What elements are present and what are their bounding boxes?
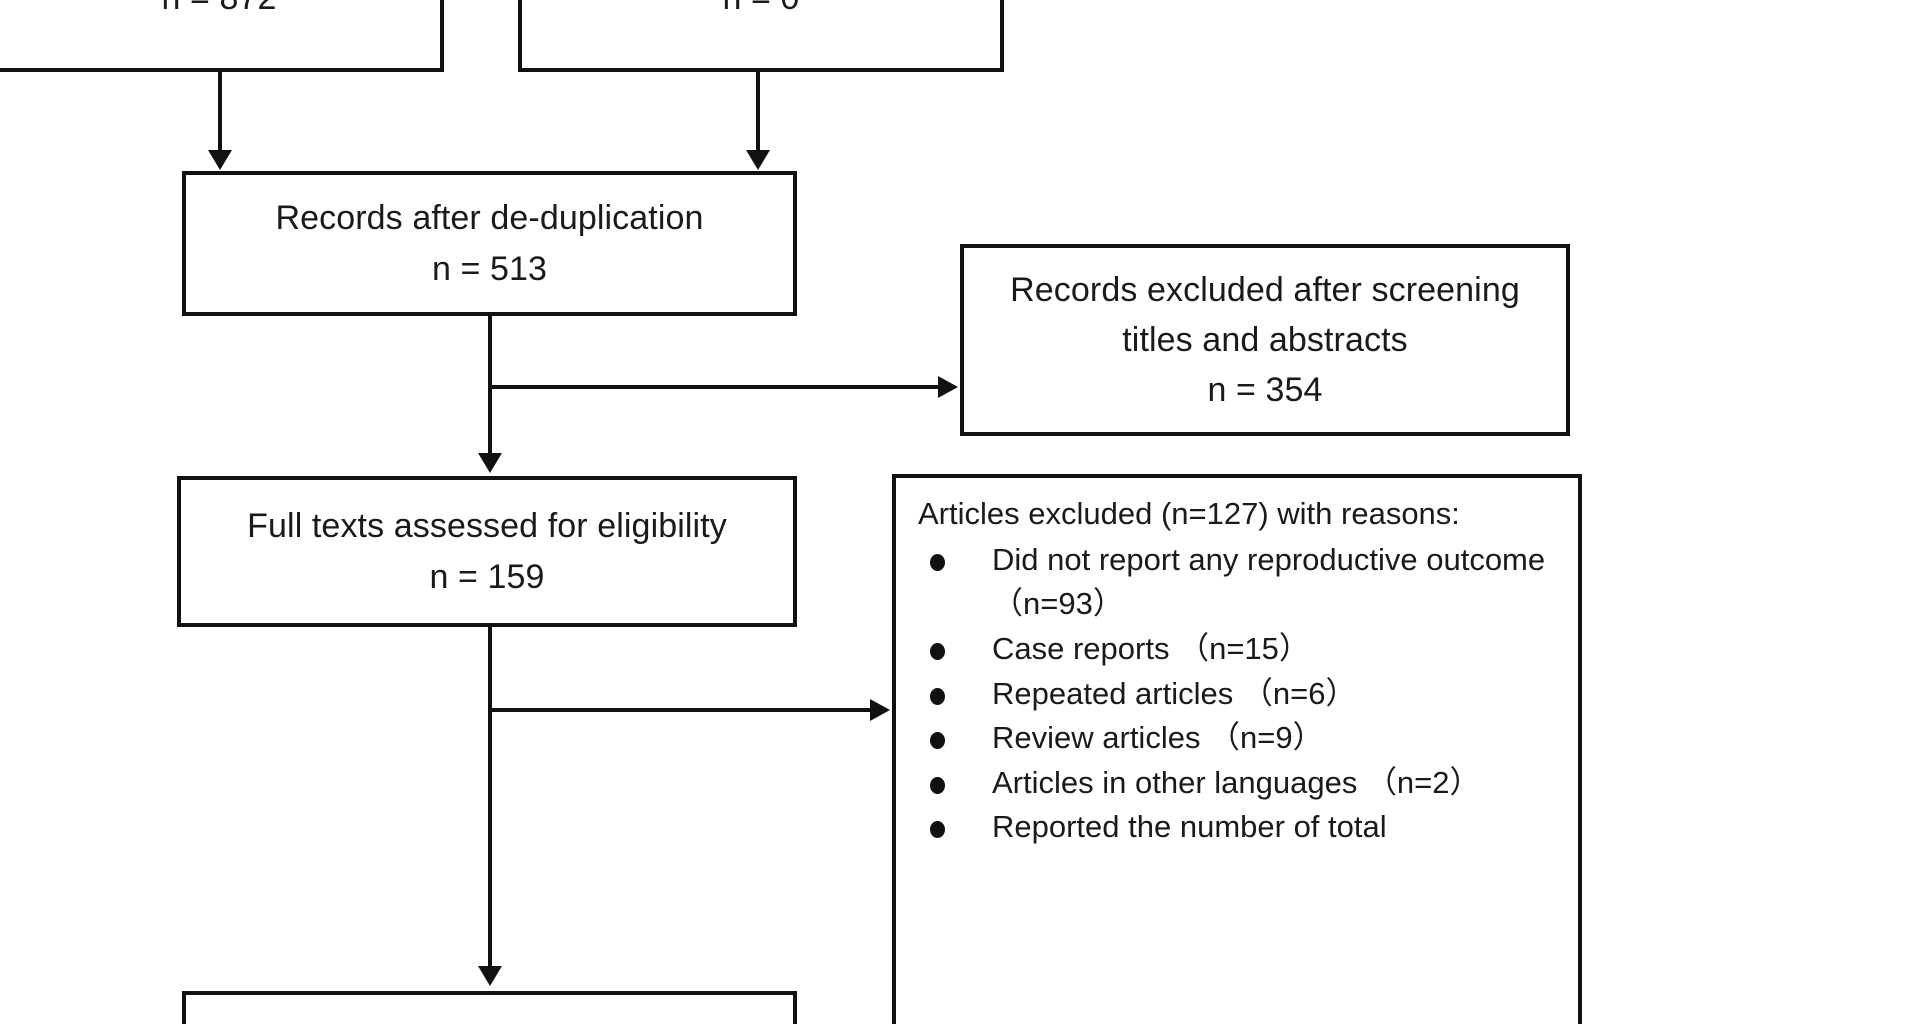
reason-text: Review articles （n=9）	[992, 720, 1324, 756]
list-item: Articles in other languages （n=2）	[918, 761, 1578, 806]
reason-text: Case reports （n=15）	[992, 630, 1310, 666]
arrowhead-fulltext-to-included	[478, 966, 502, 986]
connector-fulltext-to-included	[488, 627, 492, 970]
dedup-label: Records after de-duplication	[275, 199, 704, 238]
bullet-dot-icon	[930, 732, 945, 750]
list-item: Repeated articles （n=6）	[918, 672, 1578, 717]
node-other-records: n = 0	[518, 0, 1004, 72]
arrowhead-db-to-dedup	[208, 150, 232, 170]
connector-db-to-dedup	[218, 72, 222, 154]
screen-excluded-line-1: Records excluded after screening	[1010, 270, 1520, 309]
fulltext-label: Full texts assessed for eligibility	[247, 507, 727, 546]
arrowhead-other-to-dedup	[746, 150, 770, 170]
list-item: Review articles （n=9）	[918, 716, 1578, 761]
arrowhead-dedup-to-fulltext	[478, 453, 502, 473]
reason-text: Repeated articles （n=6）	[992, 675, 1357, 711]
connector-dedup-to-screen-excluded	[488, 385, 940, 389]
reason-text: Did not report any reproductive outcome …	[992, 541, 1546, 622]
bullet-dot-icon	[930, 821, 945, 839]
reason-text: Reported the number of total	[992, 809, 1387, 845]
fulltext-count: n = 159	[429, 557, 545, 596]
connector-fulltext-to-reasons	[488, 708, 870, 712]
reason-text: Articles in other languages （n=2）	[992, 764, 1481, 800]
dedup-count: n = 513	[431, 249, 548, 288]
arrowhead-dedup-to-screen-excluded	[938, 376, 958, 398]
screen-excluded-line-2: titles and abstracts	[1122, 320, 1408, 359]
node-records-excluded-after-screening: Records excluded after screening titles …	[960, 244, 1570, 436]
list-item: Reported the number of total	[918, 805, 1578, 850]
database-records-count: n = 872	[161, 0, 276, 20]
reasons-list: Did not report any reproductive outcome …	[918, 538, 1578, 850]
node-articles-excluded-with-reasons: Articles excluded (n=127) with reasons: …	[892, 474, 1582, 1024]
list-item: Case reports （n=15）	[918, 627, 1578, 672]
node-database-records: n = 872	[0, 0, 444, 72]
node-studies-included	[182, 991, 797, 1024]
node-records-after-deduplication: Records after de-duplication n = 513	[182, 171, 797, 316]
bullet-dot-icon	[930, 687, 945, 705]
screen-excluded-count: n = 354	[1207, 371, 1323, 410]
bullet-dot-icon	[930, 642, 945, 660]
arrowhead-fulltext-to-reasons	[870, 699, 890, 721]
bullet-dot-icon	[930, 553, 945, 571]
list-item: Did not report any reproductive outcome …	[918, 538, 1578, 627]
node-full-texts-assessed: Full texts assessed for eligibility n = …	[177, 476, 797, 627]
other-records-count: n = 0	[722, 0, 799, 20]
reasons-heading: Articles excluded (n=127) with reasons:	[918, 496, 1460, 531]
bullet-dot-icon	[930, 776, 945, 794]
connector-other-to-dedup	[756, 72, 760, 154]
